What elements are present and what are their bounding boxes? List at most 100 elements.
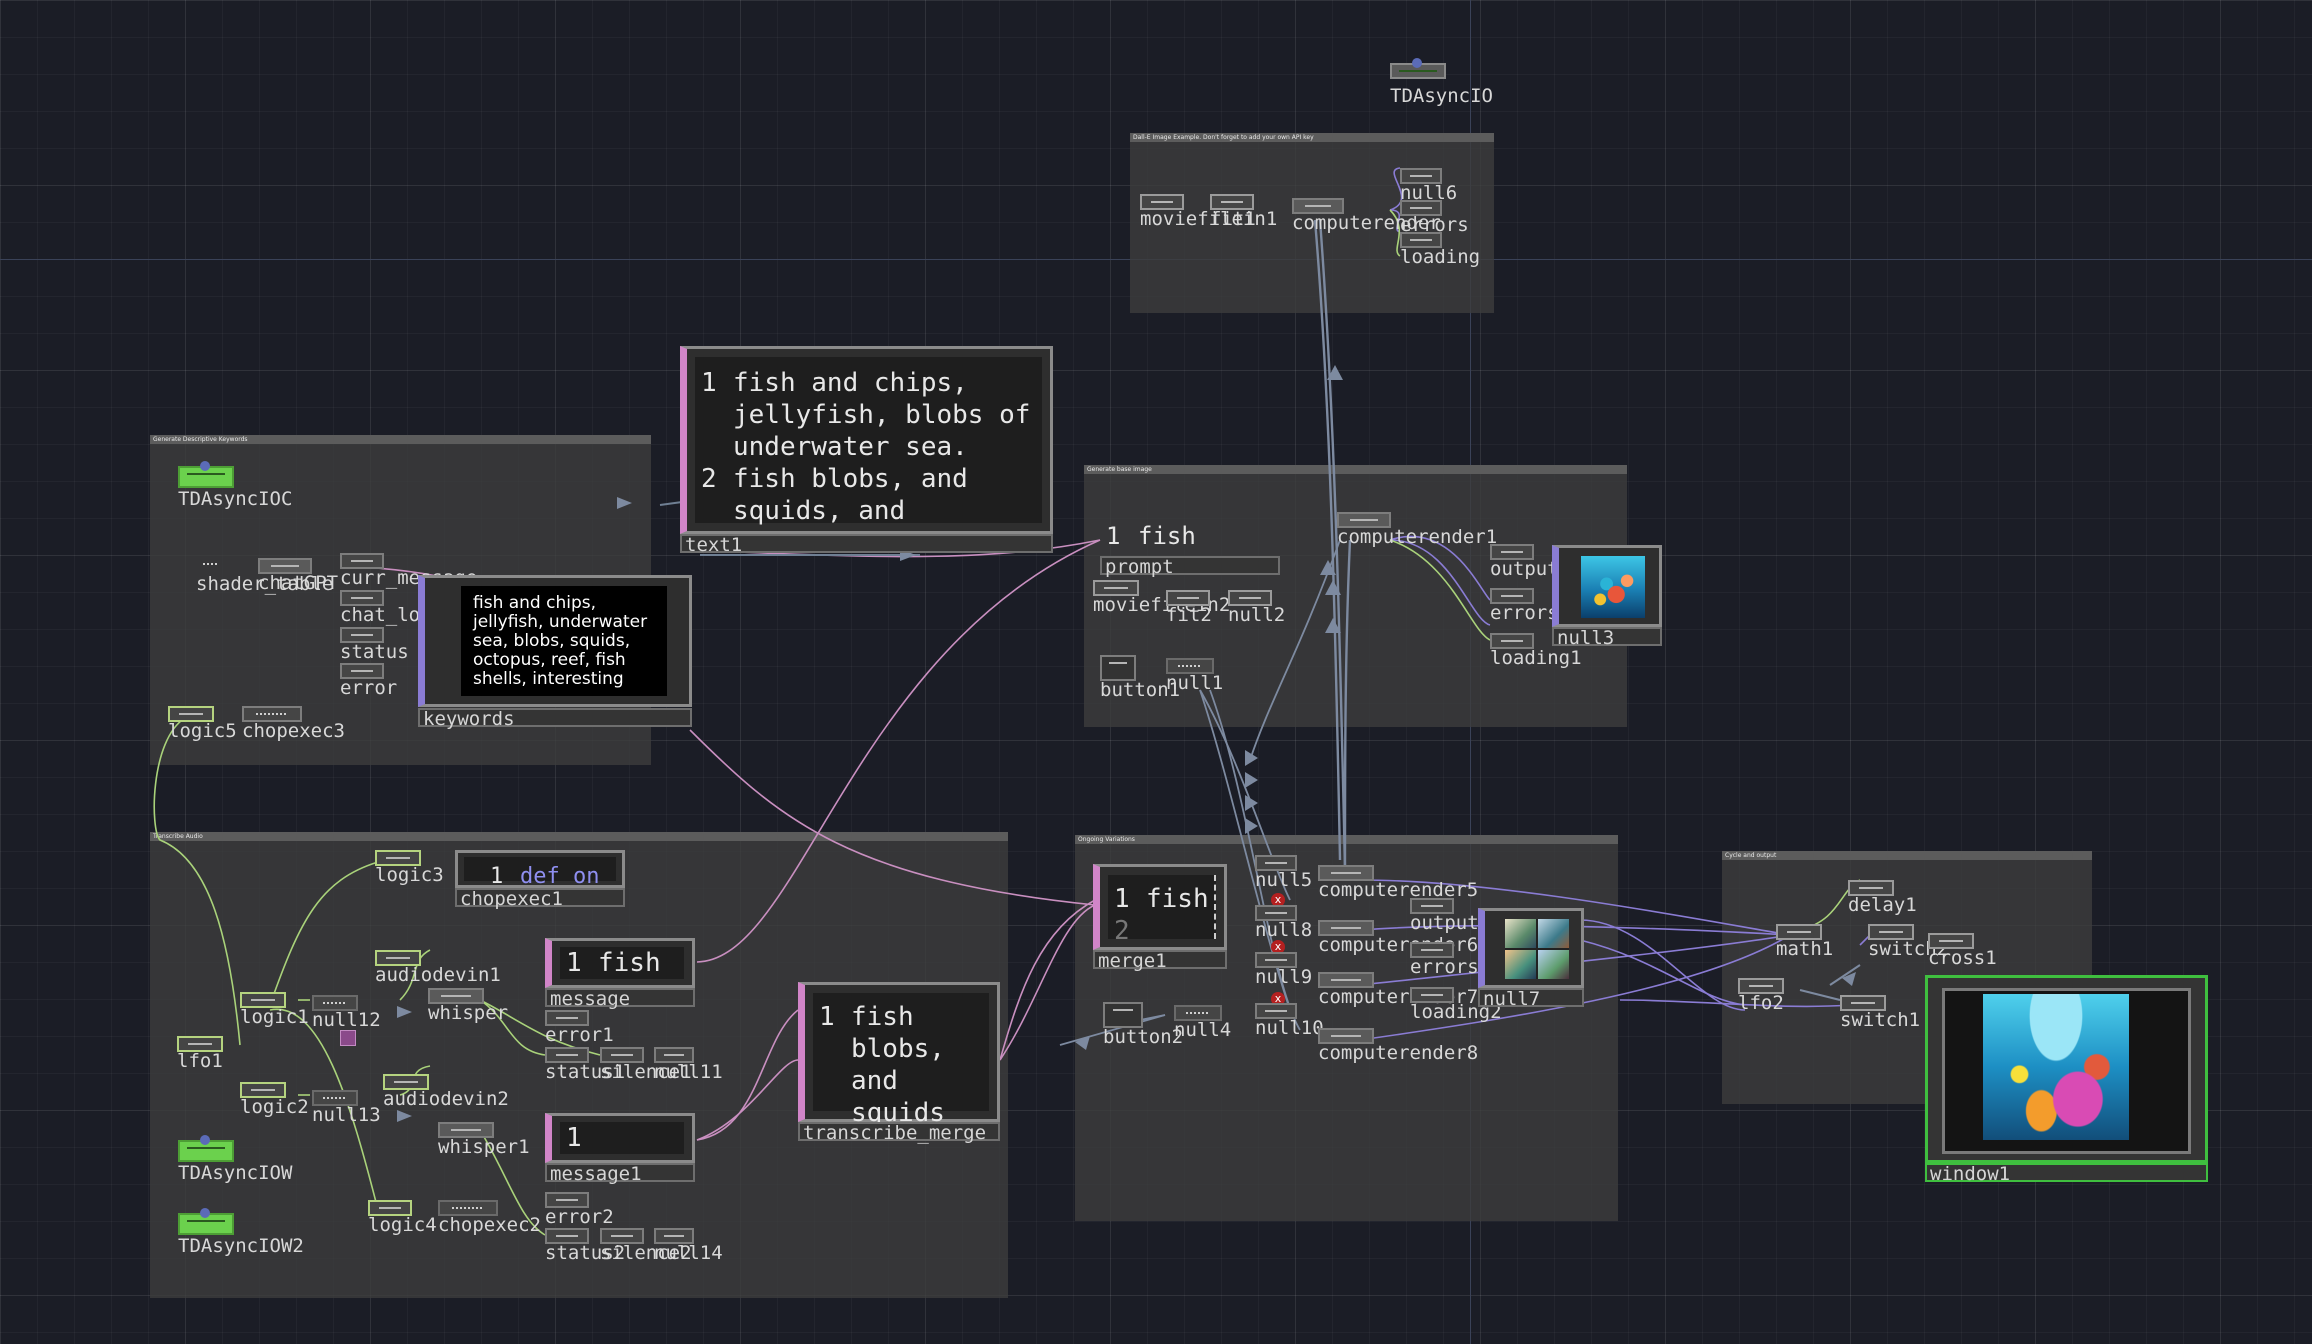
op-tile[interactable] <box>340 627 384 643</box>
op-tile[interactable] <box>428 988 484 1004</box>
op-tile[interactable] <box>600 1047 644 1063</box>
line-text: def on <box>520 864 600 889</box>
null3-viewer[interactable] <box>1552 545 1662 627</box>
op-tile[interactable] <box>1318 865 1374 881</box>
op-tile[interactable] <box>545 1192 589 1208</box>
op-tile[interactable] <box>375 950 421 966</box>
op-tile[interactable] <box>1410 898 1454 914</box>
ocean-image <box>1581 556 1645 618</box>
op-label: logic2 <box>240 1096 309 1118</box>
op-tile[interactable] <box>242 706 302 722</box>
tdasynciow-op[interactable]: TDAsyncIOW <box>178 1135 292 1183</box>
op-tile[interactable] <box>1210 194 1254 210</box>
line-number: 1 <box>1114 884 1130 914</box>
op-tile[interactable] <box>240 992 286 1008</box>
op-label: status <box>340 641 409 663</box>
tdasyncioc-op[interactable]: TDAsyncIOC <box>178 461 292 509</box>
op-tile[interactable] <box>1228 590 1272 606</box>
op-tile[interactable] <box>312 995 358 1011</box>
op-tile[interactable] <box>1093 580 1139 596</box>
op-tile[interactable] <box>1255 905 1297 921</box>
op-tile[interactable] <box>654 1047 694 1063</box>
op-tile[interactable] <box>1400 168 1442 184</box>
line-number: 1 <box>701 368 717 398</box>
op-tile[interactable] <box>654 1228 694 1244</box>
op-tile[interactable] <box>1255 1003 1297 1019</box>
op-label: logic3 <box>375 864 444 886</box>
op-tile[interactable] <box>368 1200 412 1216</box>
op-tile[interactable] <box>340 553 384 569</box>
op-tile[interactable] <box>545 1047 589 1063</box>
op-tile[interactable] <box>1292 198 1344 214</box>
op-tile[interactable] <box>1868 924 1914 940</box>
op-tile[interactable] <box>1174 1005 1222 1021</box>
tdasynciow2-op[interactable]: TDAsyncIOW2 <box>178 1208 304 1256</box>
message-label: message <box>545 988 695 1009</box>
op-tile[interactable] <box>1318 1028 1374 1044</box>
op-tile[interactable] <box>177 1036 223 1052</box>
op-tile[interactable] <box>1140 194 1184 210</box>
op-tile[interactable] <box>1400 232 1442 248</box>
op-tile[interactable] <box>545 1010 589 1026</box>
op-label: computerender6 <box>1318 934 1479 956</box>
op-tile[interactable] <box>1400 200 1442 216</box>
op-tile[interactable] <box>1337 512 1391 528</box>
op-tile[interactable] <box>1848 880 1894 896</box>
op-tile[interactable] <box>1318 972 1374 988</box>
op-tile[interactable] <box>1255 855 1297 871</box>
op-tile[interactable] <box>1490 588 1534 604</box>
op-tile[interactable] <box>1318 920 1374 936</box>
op-tile[interactable] <box>1410 987 1454 1003</box>
op-label: shader_table <box>196 573 334 595</box>
keywords-viewer[interactable]: fish and chips, jellyfish, underwater se… <box>418 575 692 707</box>
op-tile[interactable] <box>1166 658 1214 674</box>
op-tile[interactable] <box>438 1122 494 1138</box>
op-label: logic5 <box>168 720 237 742</box>
op-tile[interactable] <box>1103 1002 1143 1028</box>
op-tile[interactable] <box>1100 655 1136 681</box>
op-tile[interactable] <box>1490 633 1534 649</box>
op-tile[interactable] <box>258 558 312 574</box>
message1-viewer[interactable]: 1 <box>545 1113 695 1163</box>
tdasyncio-op[interactable]: TDAsyncIO <box>1390 58 1493 106</box>
op-tile[interactable] <box>312 1090 358 1106</box>
op-tile[interactable] <box>340 663 384 679</box>
op-tile[interactable] <box>383 1074 429 1090</box>
op-tile[interactable] <box>240 1082 286 1098</box>
op-tile[interactable] <box>168 706 214 722</box>
op-tile[interactable] <box>1928 933 1974 949</box>
op-tile[interactable] <box>340 590 384 606</box>
group-title: Generate base image <box>1084 465 1627 474</box>
op-tile[interactable] <box>438 1200 498 1216</box>
op-label: TDAsyncIOC <box>178 488 293 510</box>
op-tile[interactable] <box>1410 942 1454 958</box>
op-tile[interactable] <box>375 850 421 866</box>
op-tile[interactable] <box>1776 924 1822 940</box>
op-tile[interactable] <box>1490 544 1534 560</box>
op-tile[interactable] <box>1255 952 1297 968</box>
op-tile[interactable] <box>600 1228 644 1244</box>
op-tile[interactable] <box>1840 995 1886 1011</box>
widget-icon <box>340 1030 356 1046</box>
op-tile[interactable] <box>1738 978 1784 994</box>
null7-viewer[interactable] <box>1478 908 1584 988</box>
group-dalle[interactable]: Dall-E Image Example. Don't forget to ad… <box>1130 133 1494 313</box>
op-label: status1 <box>545 1061 626 1083</box>
op-label: error1 <box>545 1024 614 1046</box>
op-label: error <box>340 677 398 699</box>
op-tile[interactable] <box>196 558 226 574</box>
window1-viewer[interactable] <box>1925 975 2208 1163</box>
op-tile[interactable] <box>1166 590 1210 606</box>
op-tile[interactable] <box>545 1228 589 1244</box>
